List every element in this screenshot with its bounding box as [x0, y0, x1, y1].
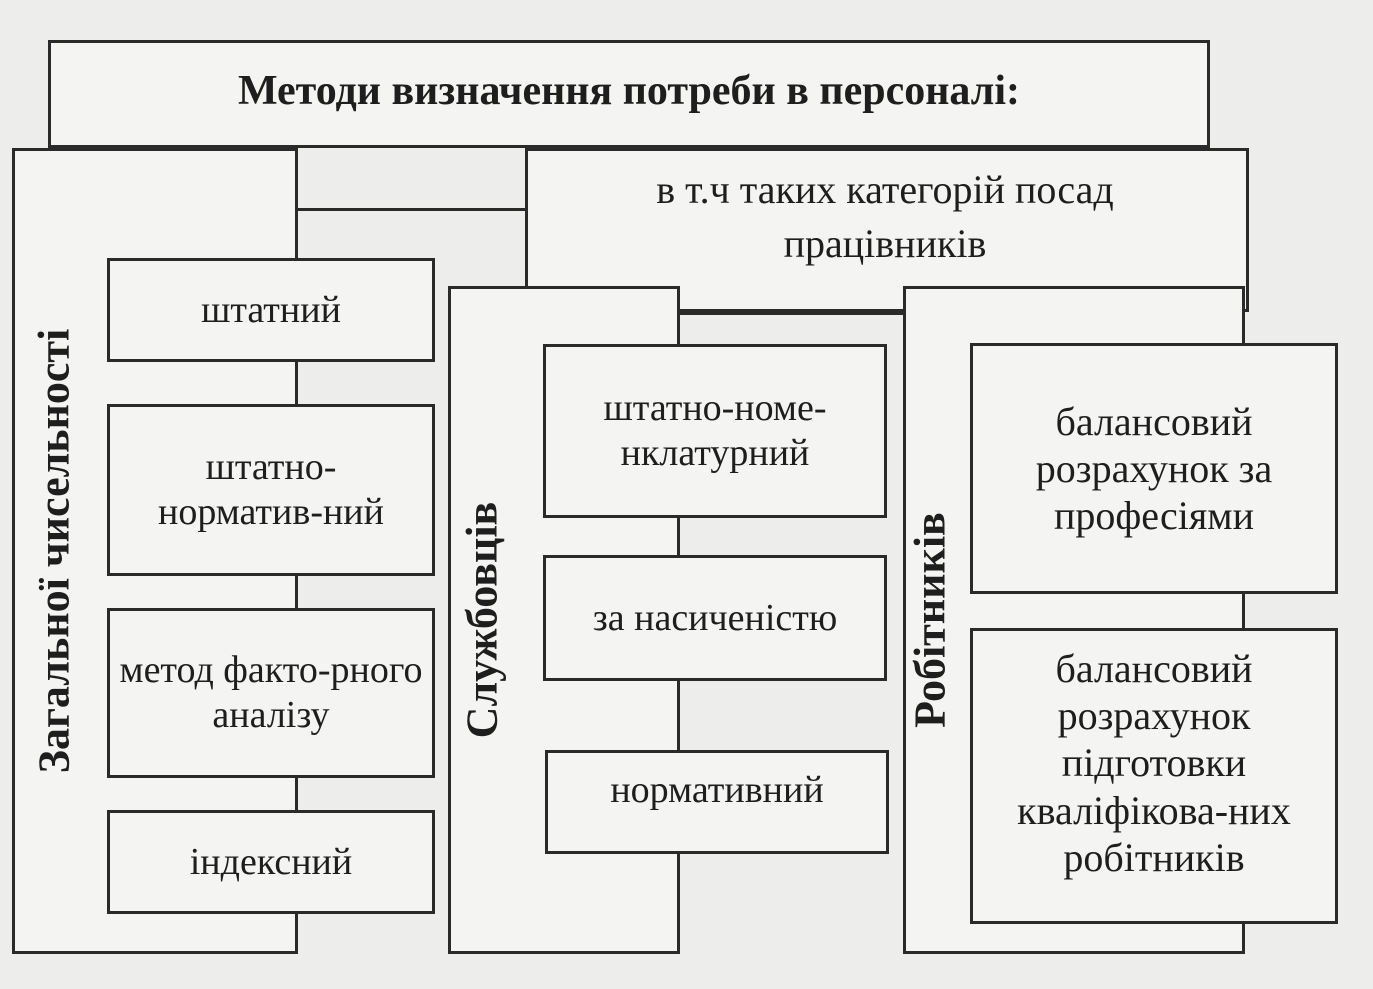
title-box: [48, 40, 1210, 148]
method-box-total-1: [107, 404, 435, 576]
method-total-1: штатно-норматив-ний: [158, 446, 384, 533]
subtitle-box: [525, 148, 1249, 312]
method-box-total-3: [107, 810, 435, 914]
connector-title-subtitle: [296, 208, 526, 211]
method-total-3: індексний: [189, 840, 353, 883]
connector-subtitle-employees: [678, 312, 906, 315]
method-employees-0: штатно-номе-нклатурний: [603, 387, 827, 474]
method-box-employees-0: [543, 344, 887, 518]
method-workers-1: балансовий розрахунок підготовки кваліфі…: [1017, 646, 1291, 880]
column-employees-label: Службовців: [457, 501, 507, 739]
method-box-workers-0: [970, 343, 1338, 594]
column-total-label: Загальної чисельності: [29, 328, 79, 774]
method-box-total-0: [107, 258, 435, 362]
method-box-employees-1: [543, 555, 887, 681]
method-workers-0: балансовий розрахунок за професіями: [1035, 398, 1273, 539]
method-box-total-2: [107, 608, 435, 778]
method-employees-2: нормативний: [610, 768, 824, 811]
column-workers-label: Робітників: [905, 512, 955, 728]
method-total-0: штатний: [201, 288, 341, 331]
diagram-title: Методи визначення потреби в персоналі:: [237, 68, 1021, 115]
method-total-2: метод факто-рного аналізу: [119, 649, 423, 736]
method-box-workers-1: [970, 628, 1338, 924]
subtitle-text: в т.ч таких категорій посад працівників: [656, 167, 1114, 266]
method-employees-1: за насиченістю: [592, 596, 838, 639]
method-box-employees-2: [545, 750, 889, 854]
